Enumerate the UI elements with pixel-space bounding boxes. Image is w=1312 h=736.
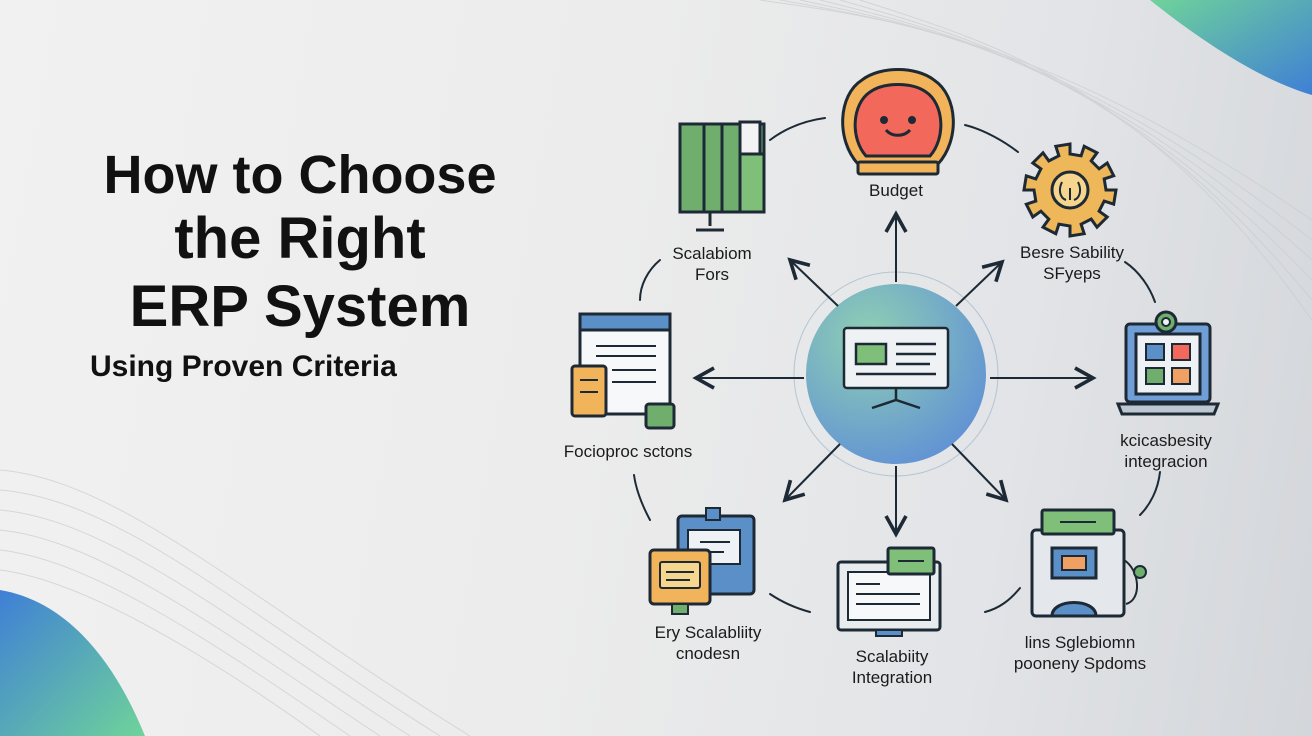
title-line-3: ERP System xyxy=(129,274,471,339)
node-label-line: Scalabiom xyxy=(672,244,752,263)
node-label-bottom-left: Ery Scalabliity cnodesn xyxy=(655,622,762,664)
node-label-right: kcicasbesity integracion xyxy=(1120,430,1212,472)
node-label-line: lins Sglebiomn xyxy=(1024,633,1136,652)
title-line-2: the Right xyxy=(174,206,426,271)
chat-windows-icon xyxy=(648,507,756,615)
node-label-line: Fors xyxy=(695,265,729,284)
bar-monitor-icon xyxy=(678,120,766,232)
node-label-left: Focioproc sctons xyxy=(564,441,693,462)
monitor-doc-icon xyxy=(836,546,942,637)
wave-lines-top xyxy=(759,0,1312,321)
node-label-line: Besre Sability xyxy=(1020,243,1124,262)
node-label-line: pooneny Spdoms xyxy=(1013,654,1147,673)
monitor-center-icon xyxy=(842,326,950,410)
node-label-line: Scalabiity xyxy=(855,647,929,666)
ring-connectors xyxy=(633,117,1161,613)
wave-lines-bottom xyxy=(0,469,471,736)
title-block: How to Choose the Right ERP System Using… xyxy=(60,148,540,382)
node-label-line: SFyeps xyxy=(1043,264,1101,283)
node-label-line: cnodesn xyxy=(675,644,741,663)
corner-blob-bottom-left xyxy=(0,590,145,736)
node-label-bottom-right: lins Sglebiomn pooneny Spdoms xyxy=(1014,632,1146,674)
device-stand-icon xyxy=(1030,508,1147,618)
node-label-line: Focioproc sctons xyxy=(563,442,693,461)
node-label-top: Budget xyxy=(869,180,923,201)
corner-blob-top-right xyxy=(1150,0,1312,95)
gear-icon xyxy=(1022,142,1118,238)
document-window-icon xyxy=(570,312,676,430)
node-label-line: integracion xyxy=(1124,452,1208,471)
laptop-grid-icon xyxy=(1115,310,1221,416)
subtitle: Using Proven Criteria xyxy=(90,350,397,383)
node-label-line: Integration xyxy=(851,668,933,687)
shell-face-icon xyxy=(841,68,955,176)
hub-arrows xyxy=(692,210,1097,538)
node-label-line: Budget xyxy=(869,181,923,200)
node-label-line: Ery Scalabliity xyxy=(654,623,762,642)
title-line-1: How to Choose xyxy=(103,145,497,205)
node-label-line: kcicasbesity xyxy=(1120,431,1212,450)
